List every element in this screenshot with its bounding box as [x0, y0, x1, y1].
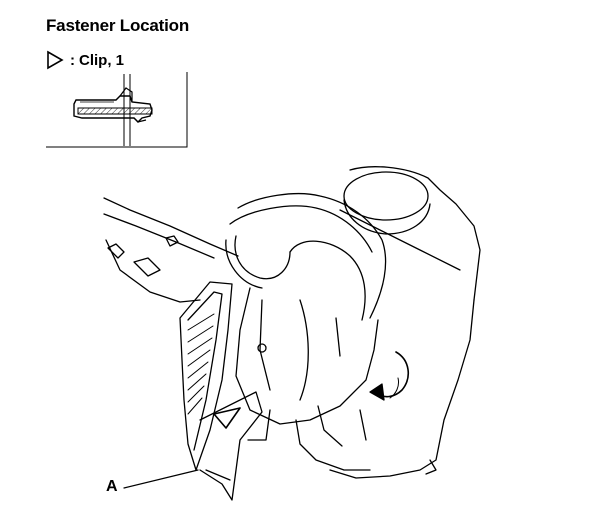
legend-separator: : — [70, 51, 75, 69]
legend-text: Clip, 1 — [79, 51, 125, 69]
clip-detail-inset — [46, 72, 188, 148]
callout-label-a: A — [106, 478, 118, 495]
fastener-legend: : Clip, 1 — [46, 50, 124, 70]
diagram-title: Fastener Location — [46, 16, 190, 35]
outline-triangle-icon — [47, 50, 64, 70]
